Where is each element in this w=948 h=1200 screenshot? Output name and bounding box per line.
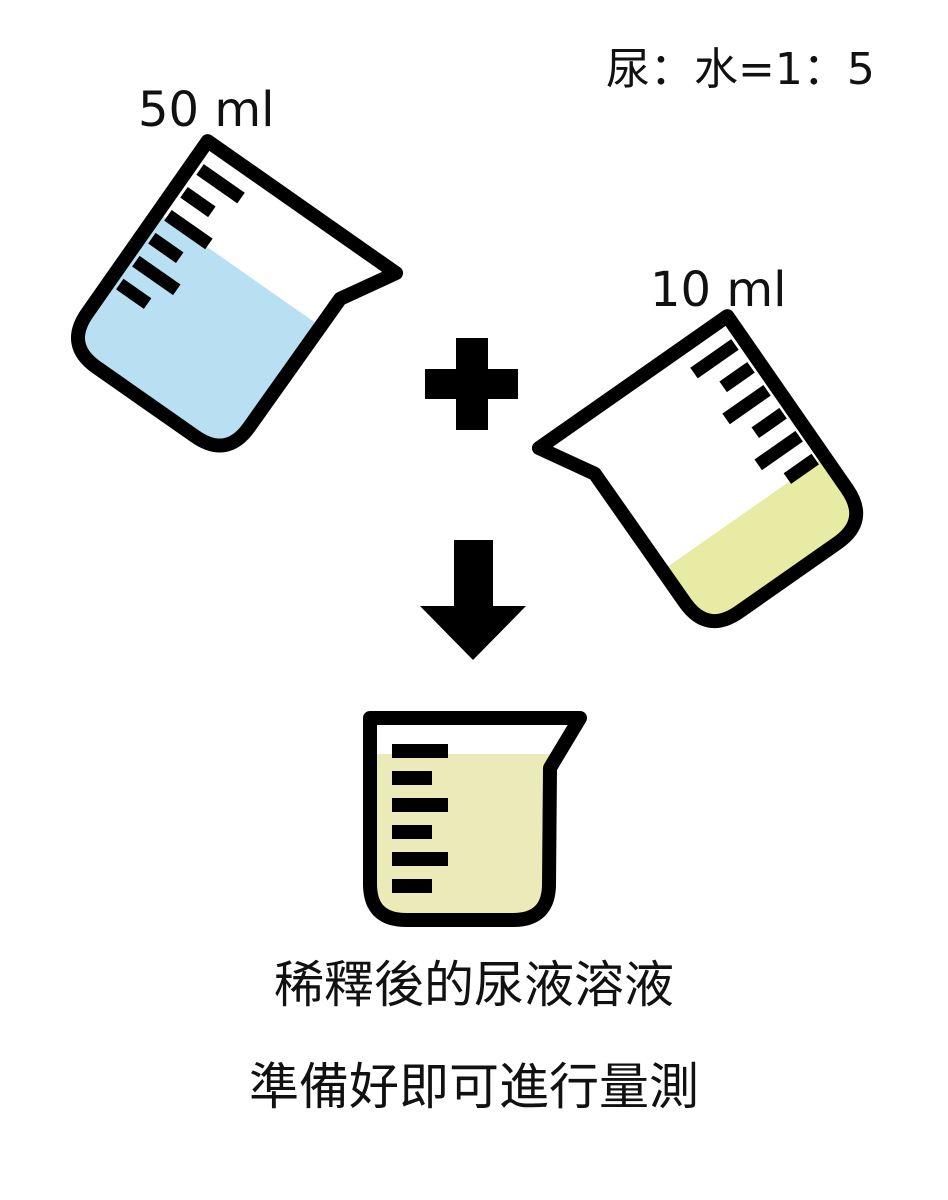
arrow-down-icon <box>420 540 526 660</box>
water-beaker <box>71 134 404 453</box>
water-beaker-graduations <box>116 164 245 309</box>
urine-volume-label: 10 ml <box>650 262 787 318</box>
diluted-beaker-outline <box>363 711 587 927</box>
caption-line-1: 稀釋後的尿液溶液 <box>274 956 674 1014</box>
ratio-label: 尿：水=1：5 <box>606 44 875 95</box>
urine-beaker-outline <box>531 309 864 629</box>
diluted-beaker <box>363 711 587 927</box>
water-volume-label: 50 ml <box>138 82 275 138</box>
water-liquid <box>78 211 321 446</box>
diluted-beaker-graduations <box>392 744 448 893</box>
urine-liquid <box>663 456 857 622</box>
plus-icon <box>425 338 518 430</box>
diluted-liquid <box>370 754 550 920</box>
water-beaker-outline <box>71 134 404 453</box>
caption-line-2: 準備好即可進行量測 <box>249 1058 699 1116</box>
urine-beaker <box>531 309 864 629</box>
urine-beaker-graduations <box>690 339 819 484</box>
